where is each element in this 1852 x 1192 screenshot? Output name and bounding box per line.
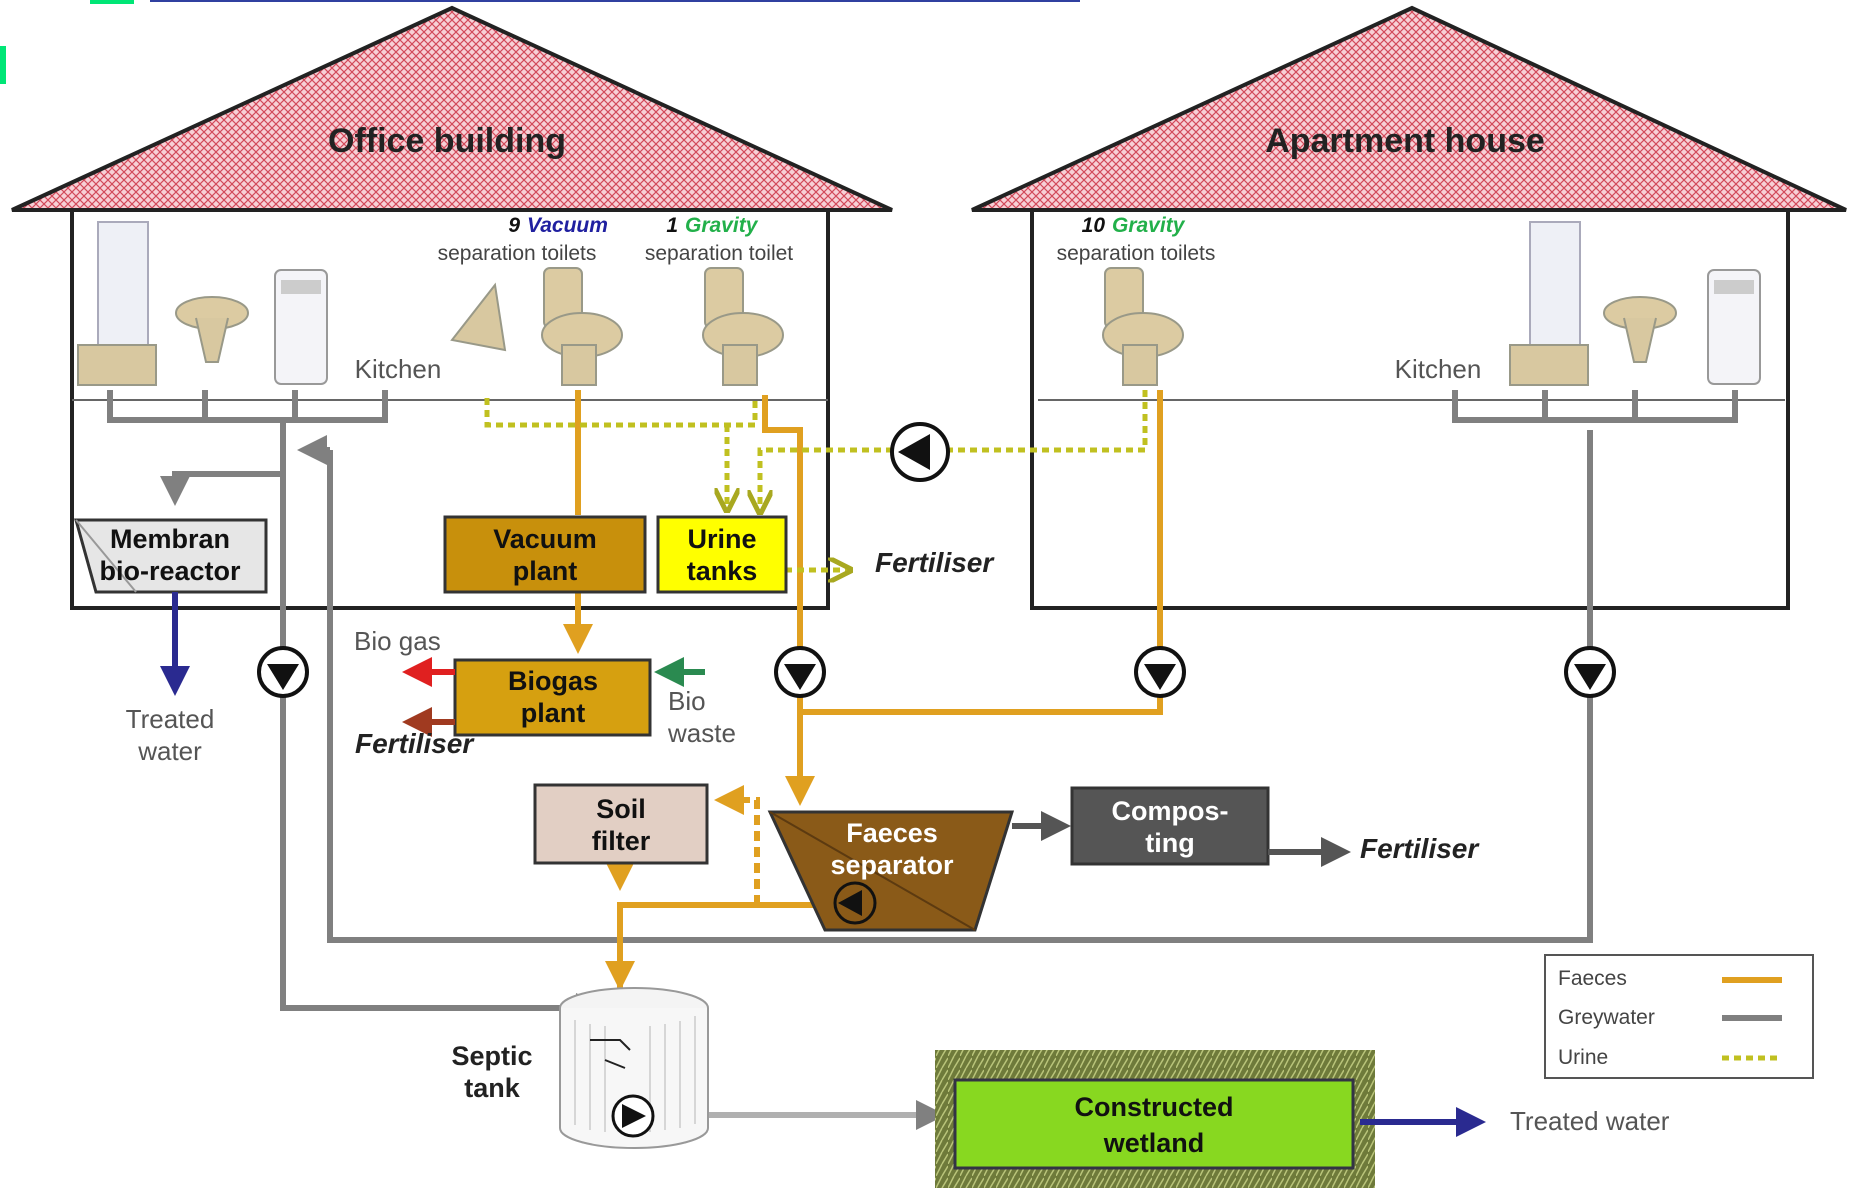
apartment-kitchen-label: Kitchen xyxy=(1395,354,1482,384)
treated-water-mbr-line1: Treated xyxy=(126,704,215,734)
vacuum-desc: separation toilets xyxy=(438,242,597,265)
membrane-line2: bio-reactor xyxy=(99,556,241,586)
biogas-plant: Biogas plant xyxy=(453,658,652,737)
urine-tanks-line2: tanks xyxy=(687,556,758,586)
legend: Faeces Greywater Urine xyxy=(1544,954,1814,1079)
faeces-separator: Faeces separator xyxy=(767,810,1015,932)
treated-water-mbr-line2: water xyxy=(137,736,202,766)
pump-faeces-office-icon xyxy=(774,646,826,698)
legend-urine-label: Urine xyxy=(1558,1046,1608,1069)
bio-waste-line2: waste xyxy=(667,718,736,748)
top-artifact xyxy=(90,0,134,4)
vacuum-plant-line2: plant xyxy=(513,556,578,586)
composting: Compos- ting xyxy=(1070,786,1270,866)
faeces-pipes xyxy=(563,390,1163,991)
constructed-wetland: Constructed wetland xyxy=(935,1050,1375,1188)
vacuum-toilet-icon xyxy=(541,267,623,386)
soil-filter-line1: Soil xyxy=(596,794,646,824)
gravity-apartment-count: 10 xyxy=(1082,214,1106,237)
septic-line2: tank xyxy=(464,1073,521,1103)
fertiliser-urine-label: Fertiliser xyxy=(875,547,995,578)
wetland-line1: Constructed xyxy=(1074,1092,1233,1122)
legend-faeces-label: Faeces xyxy=(1558,967,1627,990)
apartment-washbasin-icon xyxy=(1603,296,1677,363)
urine-tanks: Urine tanks xyxy=(656,515,788,594)
urinal-icon xyxy=(450,282,507,352)
soil-filter-line2: filter xyxy=(592,826,651,856)
compost-line1: Compos- xyxy=(1112,796,1229,826)
pump-greywater-apartment-icon xyxy=(1564,646,1616,698)
biogas-line1: Biogas xyxy=(508,666,598,696)
wetland-line2: wetland xyxy=(1103,1128,1205,1158)
apartment-title: Apartment house xyxy=(1265,122,1545,160)
legend-greywater-label: Greywater xyxy=(1558,1006,1655,1029)
vacuum-count: 9 xyxy=(508,214,520,237)
compost-line2: ting xyxy=(1145,828,1194,858)
office-title: Office building xyxy=(328,122,566,160)
gravity-apartment-desc: separation toilets xyxy=(1057,242,1216,265)
apartment-shower-icon xyxy=(1509,221,1589,386)
bio-gas-label: Bio gas xyxy=(354,626,441,656)
office-kitchen-label: Kitchen xyxy=(355,354,442,384)
gravity-office-count: 1 xyxy=(666,214,678,237)
septic-tank-icon xyxy=(559,987,709,1149)
office-fixtures: Kitchen 9 Vacuum separation toilets 1 Gr… xyxy=(77,214,793,386)
treated-water-wetland-label: Treated water xyxy=(1510,1106,1670,1136)
vacuum-plant: Vacuum plant xyxy=(443,515,647,594)
pump-separator-icon xyxy=(833,881,877,925)
apartment-roof xyxy=(971,5,1847,212)
membrane-bioreactor: Membran bio-reactor xyxy=(74,518,268,594)
washbasin-icon xyxy=(175,296,249,363)
fertiliser-biogas-label: Fertiliser xyxy=(355,728,475,759)
apartment-fixtures: 10 Gravity separation toilets Kitchen xyxy=(1057,214,1761,386)
fertiliser-compost-label: Fertiliser xyxy=(1360,833,1480,864)
vacuum-type: Vacuum xyxy=(527,214,608,237)
faeces-sep-line2: separator xyxy=(830,850,954,880)
gravity-toilet-icon xyxy=(702,267,784,386)
apartment-building: Apartment house xyxy=(971,5,1847,610)
gravity-office-desc: separation toilet xyxy=(645,242,793,265)
faeces-sep-line1: Faeces xyxy=(846,818,938,848)
pump-urine-icon xyxy=(890,422,950,482)
pump-greywater-office-icon xyxy=(257,646,309,698)
pump-faeces-apartment-icon xyxy=(1134,646,1186,698)
soil-filter: Soil filter xyxy=(533,783,709,865)
apartment-toilet-icon xyxy=(1102,267,1184,386)
urine-tanks-line1: Urine xyxy=(687,524,756,554)
gravity-office-type: Gravity xyxy=(685,214,759,237)
left-artifact xyxy=(0,46,6,84)
vacuum-plant-line1: Vacuum xyxy=(493,524,597,554)
biogas-line2: plant xyxy=(521,698,586,728)
septic-line1: Septic xyxy=(451,1041,532,1071)
shower-icon xyxy=(77,221,157,386)
apartment-washing-machine-icon xyxy=(1707,269,1761,385)
membrane-line1: Membran xyxy=(110,524,230,554)
office-roof xyxy=(11,5,893,212)
urine-pipes xyxy=(484,390,1148,570)
gravity-apartment-type: Gravity xyxy=(1112,214,1186,237)
bio-waste-line1: Bio xyxy=(668,686,706,716)
washing-machine-icon xyxy=(274,269,328,385)
